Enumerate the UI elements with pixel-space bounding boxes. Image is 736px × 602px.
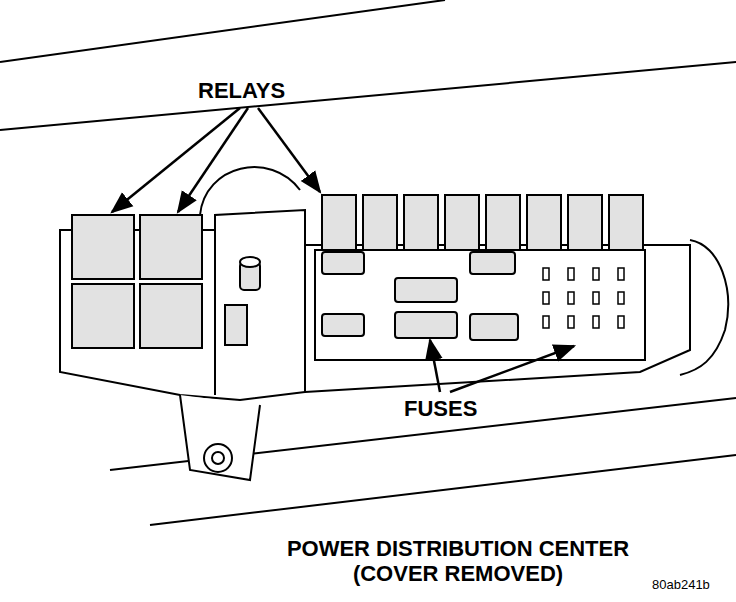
relay <box>363 195 397 250</box>
fuses <box>322 252 624 340</box>
fuse-slot <box>543 292 549 304</box>
fuse-slot <box>593 316 599 328</box>
leader-arrow <box>430 340 440 392</box>
housing-seam <box>214 230 216 395</box>
relay <box>72 215 134 279</box>
part-label: FUSES <box>404 396 477 421</box>
leader-arrow <box>178 108 248 212</box>
fuse-slot <box>543 268 549 280</box>
part-label: RELAYS <box>198 78 285 103</box>
maxi-fuse <box>322 314 364 336</box>
fuse-slot <box>618 316 624 328</box>
relay <box>527 195 561 250</box>
fuse-slot <box>568 316 574 328</box>
relay <box>404 195 438 250</box>
relay <box>322 195 356 250</box>
maxi-fuse <box>470 314 518 340</box>
mount-bolt <box>212 452 224 464</box>
fuse-slot <box>568 268 574 280</box>
panel-edge <box>0 0 445 62</box>
fuse-slot <box>593 268 599 280</box>
maxi-fuse <box>470 252 515 274</box>
figure-code: 80ab241b <box>652 578 710 593</box>
relay <box>72 284 134 348</box>
stud-top <box>240 257 260 267</box>
relay <box>140 215 202 279</box>
relay <box>486 195 520 250</box>
panel-lines <box>0 0 736 525</box>
panel-edge <box>0 62 736 130</box>
mount-tab <box>180 395 260 480</box>
leader-arrow <box>258 108 320 192</box>
maxi-fuse <box>395 312 457 338</box>
maxi-fuse <box>395 278 457 302</box>
fuse-slot <box>593 292 599 304</box>
figure-caption: POWER DISTRIBUTION CENTER (COVER REMOVED… <box>248 536 668 587</box>
leader-lines <box>112 108 574 392</box>
connector-tab <box>225 305 247 345</box>
fuse-slot <box>618 268 624 280</box>
mount-hole <box>204 444 232 472</box>
fuse-panel <box>315 250 645 360</box>
leader-arrow <box>450 346 574 392</box>
leader-arrow <box>112 108 240 212</box>
relay <box>568 195 602 250</box>
fuse-slot <box>543 316 549 328</box>
fuse-slot <box>618 292 624 304</box>
mini-fuse-slots <box>543 268 624 328</box>
relays <box>72 195 643 348</box>
housing <box>60 167 728 480</box>
maxi-fuse <box>322 252 364 274</box>
relay <box>609 195 643 250</box>
housing-curve <box>200 167 300 215</box>
housing-seam <box>304 245 306 392</box>
fuse-slot <box>568 292 574 304</box>
relay <box>445 195 479 250</box>
relay <box>140 284 202 348</box>
